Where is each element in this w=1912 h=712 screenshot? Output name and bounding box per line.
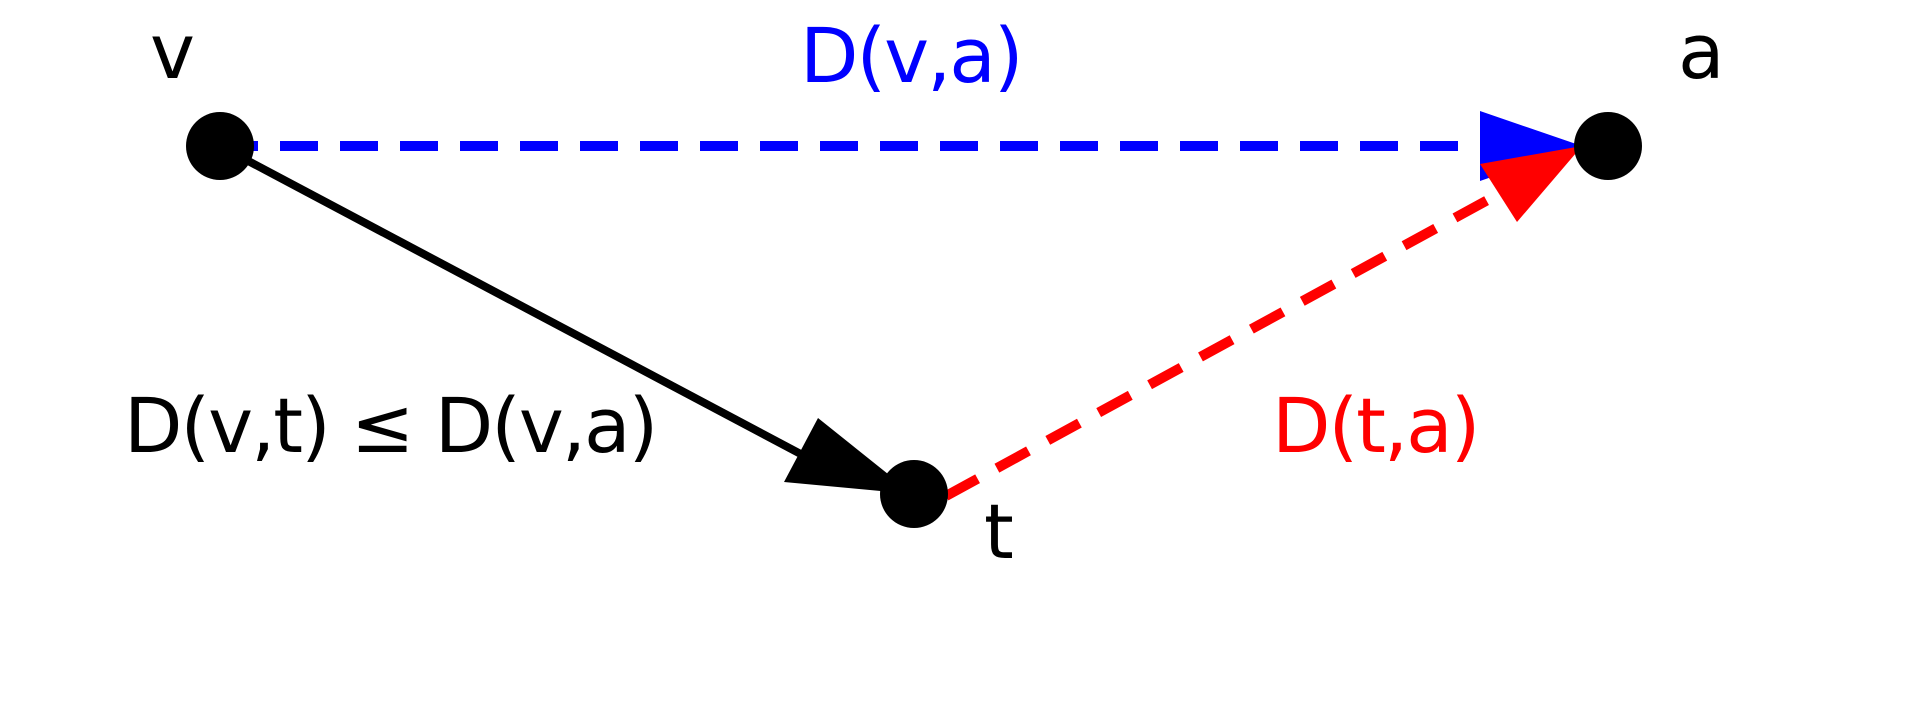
inequality-label: D(v,t) ≤ D(v,a) bbox=[124, 381, 658, 470]
edge-v-to-a-label: D(v,a) bbox=[800, 11, 1024, 100]
edge-t-to-a-label: D(t,a) bbox=[1272, 381, 1480, 470]
edge-v-to-t bbox=[218, 142, 814, 464]
node-a bbox=[1574, 112, 1642, 180]
edge-t-to-a-arrowhead bbox=[1480, 146, 1582, 222]
node-v-label: v bbox=[150, 7, 195, 96]
node-v bbox=[186, 112, 254, 180]
edge-v-to-t-arrowhead bbox=[784, 418, 913, 494]
edge-t-to-a bbox=[943, 191, 1498, 501]
node-t-label: t bbox=[984, 487, 1014, 576]
node-t bbox=[880, 460, 948, 528]
node-a-label: a bbox=[1678, 7, 1725, 96]
